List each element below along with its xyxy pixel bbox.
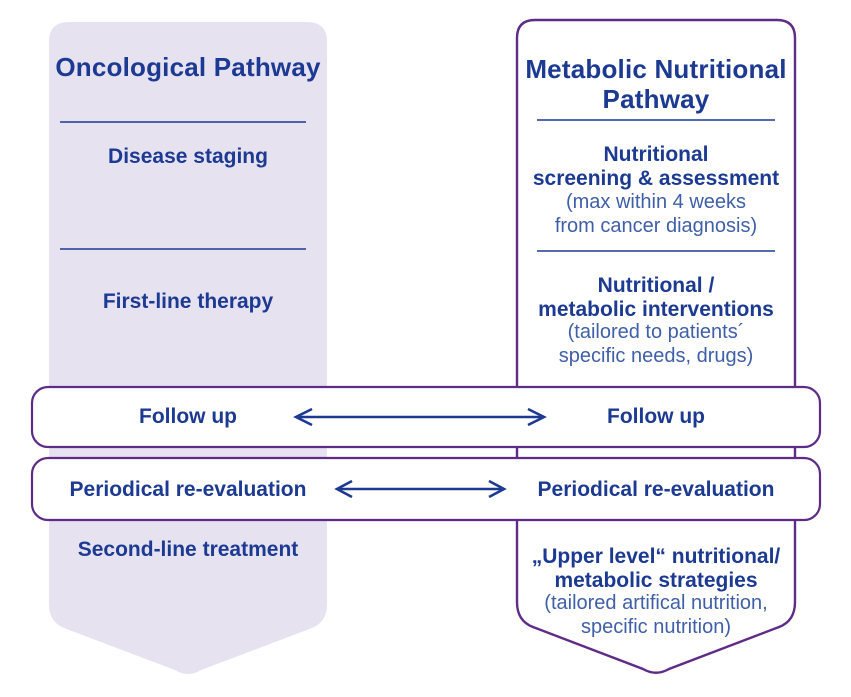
step-interventions-note-line-2: specific needs, drugs) [558, 345, 754, 367]
followup-label-left: Follow up [139, 405, 237, 428]
reevaluation-label-left: Periodical re-evaluation [69, 478, 307, 501]
left-panel-title: Oncological Pathway [55, 52, 321, 82]
step-interventions-note: (tailored to patients´ specific needs, d… [517, 320, 795, 368]
step-upper-level-bold-line-2: metabolic strategies [554, 568, 758, 592]
step-screening-bold-line-1: Nutritional [603, 143, 709, 166]
step-interventions-bold: Nutritional / metabolic interventions [517, 274, 795, 321]
stage-second-line-treatment: Second-line treatment [77, 538, 299, 561]
reevaluation-label-right: Periodical re-evaluation [537, 478, 775, 501]
followup-arrow [293, 407, 547, 427]
step-screening-note-line-2: from cancer diagnosis) [554, 215, 758, 237]
followup-arrow-head-right [527, 407, 547, 427]
step-screening-note: (max within 4 weeks from cancer diagnosi… [517, 190, 795, 238]
step-upper-level-note: (tailored artifical nutrition, specific … [517, 591, 795, 639]
step-upper-level-bold: „Upper level“ nutritional/ metabolic str… [517, 545, 795, 592]
step-screening-note-line-1: (max within 4 weeks [565, 191, 747, 213]
step-upper-level-note-line-2: specific nutrition) [580, 616, 732, 638]
step-upper-level-note-line-1: (tailored artifical nutrition, [544, 592, 768, 614]
step-interventions-bold-line-2: metabolic interventions [538, 297, 774, 321]
step-upper-level-bold-line-1: „Upper level“ nutritional/ [531, 545, 781, 568]
right-panel-title-line-2: Pathway [602, 84, 710, 114]
step-interventions-bold-line-1: Nutritional / [597, 274, 715, 297]
followup-label-right: Follow up [607, 405, 705, 428]
step-screening-bold-line-2: screening & assessment [532, 166, 780, 190]
reevaluation-arrow-head-left [334, 479, 353, 499]
right-panel-title-line-1: Metabolic Nutritional [525, 54, 787, 84]
reevaluation-arrow-head-right [488, 479, 507, 499]
stage-first-line-therapy: First-line therapy [102, 290, 274, 313]
step-screening-bold: Nutritional screening & assessment [517, 143, 795, 190]
stage-disease-staging: Disease staging [108, 145, 268, 168]
step-interventions-note-line-1: (tailored to patients´ [567, 321, 745, 343]
reevaluation-arrow [334, 479, 507, 499]
oncological-shape [49, 22, 327, 674]
right-panel-title: Metabolic Nutritional Pathway [517, 54, 795, 114]
followup-arrow-head-left [293, 407, 313, 427]
